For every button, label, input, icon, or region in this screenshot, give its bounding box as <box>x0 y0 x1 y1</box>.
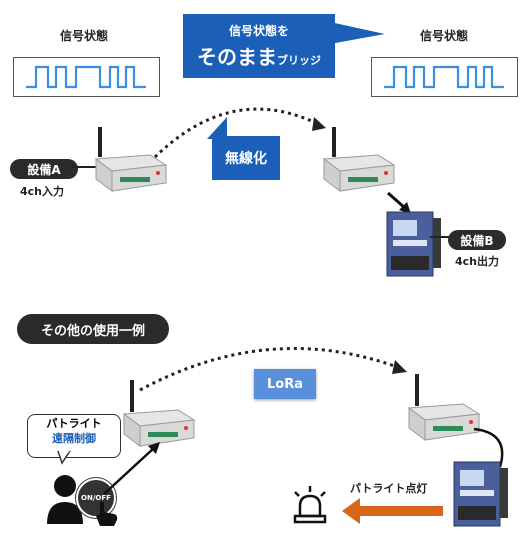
wireless-callout-tail <box>207 117 227 139</box>
speech-tail <box>57 451 71 465</box>
device-a-label: 設備A <box>10 159 78 179</box>
io-unit-icon <box>386 211 441 277</box>
patlite-remote-bubble: パトライト 遠隔制御 <box>27 414 121 458</box>
signal-state-label-right: 信号状態 <box>420 29 469 43</box>
signal-box-right <box>371 57 518 97</box>
patlite-lit-label: パトライト点灯 <box>350 482 428 495</box>
patlite-bubble-line2: 遠隔制御 <box>52 431 96 445</box>
warning-lamp-icon <box>293 486 327 524</box>
signal-box-left <box>13 57 160 97</box>
wireless-module-icon <box>322 127 396 192</box>
device-a-connector <box>72 166 100 168</box>
on-off-button: ON/OFF <box>76 478 116 518</box>
io-unit-icon <box>453 461 508 527</box>
bridge-line2: そのままブリッジ <box>197 41 321 70</box>
device-b-sub: 4ch出力 <box>455 255 500 268</box>
bridge-small-text: ブリッジ <box>277 54 321 67</box>
signal-wave-icon <box>384 65 504 89</box>
person-to-module-arrow <box>103 442 160 495</box>
bridge-callout: 信号状態を そのままブリッジ <box>183 14 335 78</box>
module-to-unit-cable <box>473 427 504 468</box>
patlite-bubble-line1: パトライト <box>46 417 102 430</box>
wireless-module-icon <box>407 374 481 441</box>
wireless-callout: 無線化 <box>212 136 280 180</box>
module-to-unit-arrow <box>387 191 411 214</box>
device-a-pill: 設備A <box>10 159 78 179</box>
wireless-module-icon <box>122 380 196 447</box>
other-use-heading: その他の使用一例 <box>17 314 169 344</box>
bridge-callout-tail <box>330 22 385 44</box>
wireless-module-icon <box>94 127 168 192</box>
signal-wave-icon <box>26 65 146 89</box>
arrow-left-icon <box>342 498 443 524</box>
device-a-sub: 4ch入力 <box>20 185 65 198</box>
device-b-connector <box>430 236 450 238</box>
signal-state-label-left: 信号状態 <box>60 29 109 43</box>
person-icon <box>47 475 83 524</box>
device-b-label: 設備B <box>448 230 506 250</box>
bridge-big-text: そのまま <box>197 45 277 69</box>
lora-badge: LoRa <box>254 369 316 399</box>
finger-press-icon <box>96 502 118 526</box>
bridge-line1: 信号状態を <box>228 24 289 38</box>
